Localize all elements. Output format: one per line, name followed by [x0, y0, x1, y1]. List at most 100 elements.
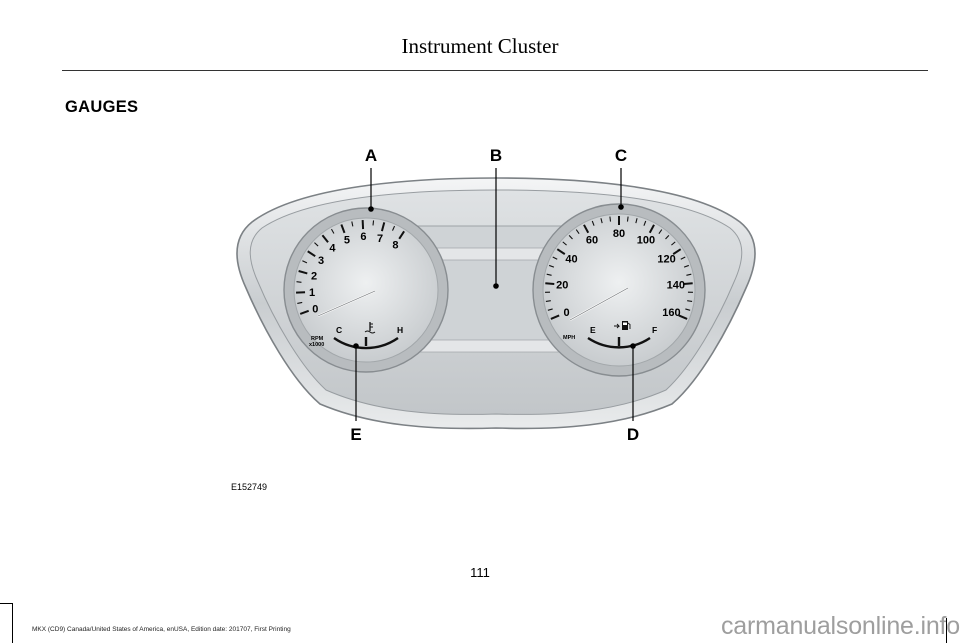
figure-id: E152749 — [231, 482, 268, 492]
speedometer-minor-tick — [600, 218, 603, 224]
speedometer-tick-label: 20 — [556, 280, 568, 292]
callout-label-c: C — [615, 146, 627, 165]
speedometer-major-tick — [678, 314, 688, 320]
speedometer-minor-tick — [626, 216, 629, 222]
tachometer-minor-tick — [297, 301, 303, 304]
tachometer-tick-label: 6 — [360, 231, 366, 243]
speedometer-major-tick — [648, 224, 655, 234]
tachometer-tick-label: 1 — [309, 287, 315, 299]
speedometer-tick-label: 60 — [586, 235, 598, 247]
speedometer-major-tick — [545, 282, 555, 286]
fuel-pump-icon — [614, 321, 631, 330]
speedometer-minor-tick — [552, 256, 558, 260]
speedometer-minor-tick — [568, 234, 573, 240]
speedometer-minor-tick — [686, 273, 692, 276]
page-header-title: Instrument Cluster — [401, 34, 559, 58]
speedometer-minor-tick — [609, 216, 612, 222]
fuel-gauge-arc — [587, 337, 651, 349]
callout-dot-e — [353, 343, 359, 349]
tachometer-needle-outline — [317, 290, 376, 317]
speedometer-minor-tick — [591, 220, 595, 226]
speedometer-tick-label: 80 — [613, 228, 625, 240]
speedometer-minor-tick — [671, 241, 676, 246]
callout-dots — [353, 204, 636, 349]
callout-leaders — [355, 168, 634, 421]
speedometer-minor-tick — [658, 229, 663, 235]
tachometer-minor-tick — [296, 281, 302, 283]
speedometer-tick-label: 140 — [667, 280, 685, 292]
section-heading: GAUGES — [65, 98, 139, 116]
speedometer-minor-tick — [635, 218, 638, 224]
speedometer-minor-tick — [545, 300, 551, 302]
callout-label-d: D — [627, 425, 639, 444]
tachometer-major-tick — [299, 309, 310, 315]
speedometer-major-tick — [550, 314, 560, 320]
tachometer-tick-label: 2 — [311, 270, 317, 282]
speedometer-major-tick — [683, 282, 693, 286]
speedometer-tick-marks — [545, 216, 693, 320]
tachometer-major-tick — [340, 224, 346, 234]
tachometer-tick-label: 3 — [318, 255, 324, 267]
tachometer-major-tick — [380, 222, 386, 232]
tachometer-major-tick — [298, 270, 308, 275]
speedometer-tick-label: 0 — [563, 307, 569, 319]
callout-dot-c — [618, 204, 624, 210]
speedometer-minor-tick — [643, 220, 647, 226]
speedometer-minor-tick — [549, 264, 555, 268]
tachometer-major-tick — [307, 250, 316, 258]
speedometer-minor-tick — [687, 300, 693, 302]
speed-unit-label: MPH — [563, 335, 575, 341]
tachometer-tick-marks — [296, 220, 405, 315]
header-rule — [62, 70, 928, 71]
fuel-empty-label: E — [590, 325, 596, 335]
speedometer-minor-tick — [547, 308, 553, 311]
speedometer-major-tick — [556, 248, 566, 255]
crop-mark-left-vertical — [12, 603, 13, 643]
speedometer-needle-outline — [569, 287, 629, 321]
tachometer-minor-tick — [372, 220, 375, 226]
tachometer-minor-tick — [302, 260, 308, 264]
speedometer-tick-label: 100 — [637, 235, 655, 247]
crop-mark-right-vertical — [946, 618, 947, 643]
speedometer-minor-tick — [665, 234, 670, 240]
temperature-gauge-arc — [333, 337, 399, 350]
watermark: carmanualsonline.info — [720, 612, 960, 640]
speedometer-major-tick — [583, 224, 590, 234]
tachometer-tick-label: 4 — [329, 243, 336, 255]
rpm-unit-multiplier: x1000 — [309, 342, 324, 348]
tachometer-tick-label: 8 — [392, 240, 398, 252]
speedometer-minor-tick — [680, 256, 686, 260]
tachometer-tick-label: 5 — [344, 234, 350, 246]
speedometer-minor-tick — [562, 241, 567, 246]
tachometer-tick-label: 7 — [377, 233, 383, 245]
footer-edition-text: MKX (CD9) Canada/United States of Americ… — [32, 626, 291, 633]
speedometer-minor-tick — [546, 273, 552, 276]
tachometer-major-tick — [398, 230, 405, 240]
speedometer-minor-tick — [683, 264, 689, 268]
callout-dot-b — [493, 283, 499, 289]
tachometer-minor-tick — [392, 225, 396, 231]
callout-dot-a — [368, 206, 374, 212]
speedometer-minor-tick — [685, 308, 691, 311]
speedometer-tick-label: 40 — [565, 253, 577, 265]
tachometer-major-tick — [321, 234, 329, 243]
callout-label-e: E — [350, 425, 361, 444]
speedometer-minor-tick — [575, 229, 580, 235]
speedometer-tick-label: 120 — [657, 253, 675, 265]
tachometer-minor-tick — [351, 221, 354, 227]
fuel-full-label: F — [652, 325, 657, 335]
callout-dot-d — [630, 343, 636, 349]
tachometer-minor-tick — [330, 228, 335, 234]
coolant-temperature-icon — [364, 322, 376, 334]
page-number: 111 — [470, 565, 490, 580]
rpm-unit-label: RPM — [311, 336, 324, 342]
crop-mark-left-horizontal — [0, 603, 12, 604]
temperature-high-label: H — [397, 325, 403, 335]
speedometer-tick-label: 160 — [662, 307, 680, 319]
temperature-low-label: C — [336, 325, 342, 335]
